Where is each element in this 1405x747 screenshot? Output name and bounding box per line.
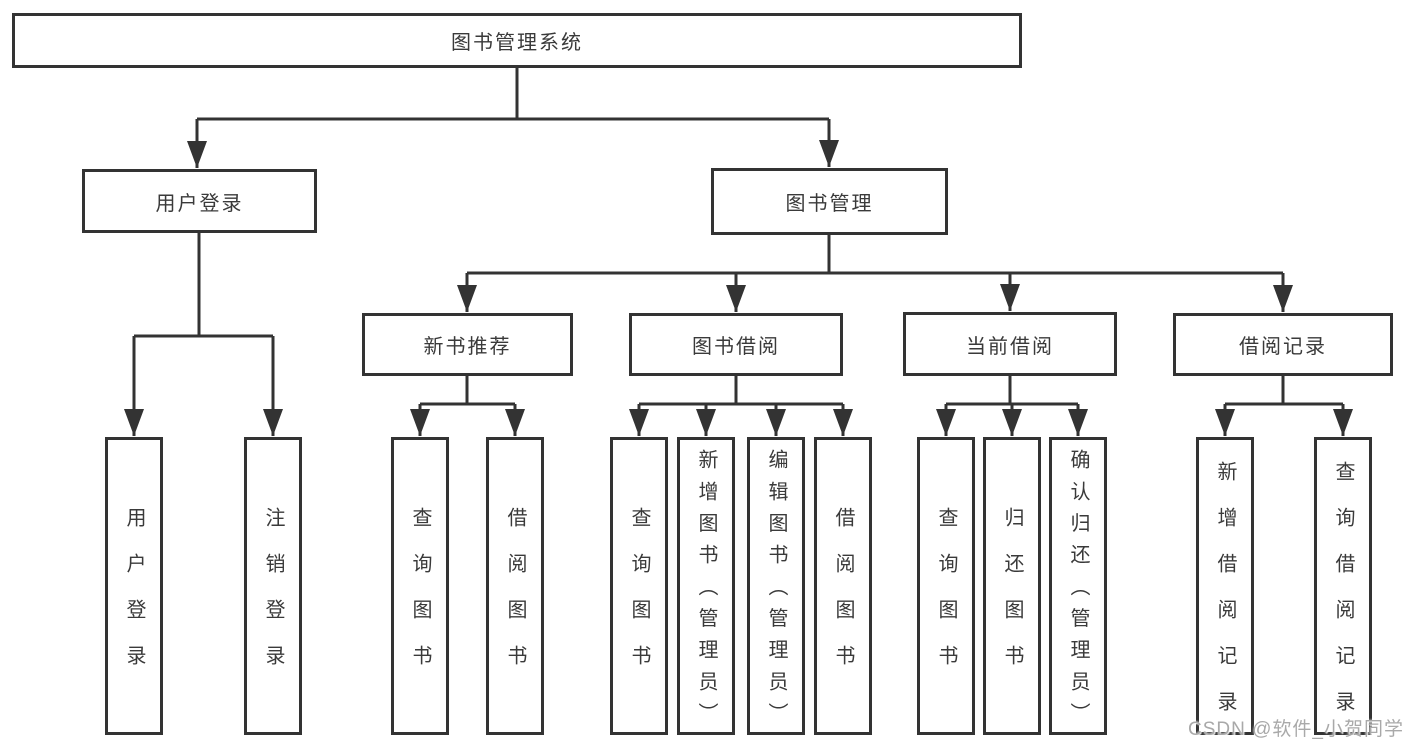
node-current-borrowing: 当前借阅	[903, 312, 1117, 376]
node-user-login: 用户登录	[82, 169, 317, 233]
leaf-query-books-borrowing: 查询图书	[610, 437, 668, 735]
node-borrowing-records-label: 借阅记录	[1239, 336, 1327, 358]
leaf-confirm-return-admin-label: 确认归还（管理员）	[1067, 449, 1089, 735]
leaf-add-book-admin: 新增图书（管理员）	[677, 437, 735, 735]
leaf-borrow-books: 借阅图书	[814, 437, 872, 735]
node-book-management: 图书管理	[711, 168, 948, 235]
leaf-add-borrow-record-label: 新增借阅记录	[1214, 461, 1236, 737]
node-root: 图书管理系统	[12, 13, 1022, 68]
leaf-query-books-recommend-label: 查询图书	[409, 507, 431, 691]
leaf-edit-book-admin: 编辑图书（管理员）	[747, 437, 805, 735]
leaf-logout-label: 注销登录	[262, 507, 284, 691]
leaf-logout: 注销登录	[244, 437, 302, 735]
node-book-borrowing: 图书借阅	[629, 313, 843, 376]
node-root-label: 图书管理系统	[451, 32, 583, 54]
node-new-book-recommend: 新书推荐	[362, 313, 573, 376]
leaf-query-borrow-record-label: 查询借阅记录	[1332, 461, 1354, 737]
leaf-confirm-return-admin: 确认归还（管理员）	[1049, 437, 1107, 735]
leaf-query-books-current: 查询图书	[917, 437, 975, 735]
leaf-add-book-admin-label: 新增图书（管理员）	[695, 449, 717, 735]
node-user-login-label: 用户登录	[155, 192, 244, 215]
leaf-return-book: 归还图书	[983, 437, 1041, 735]
node-borrowing-records: 借阅记录	[1173, 313, 1393, 376]
leaf-query-books-borrowing-label: 查询图书	[628, 507, 650, 691]
node-book-management-label: 图书管理	[785, 193, 874, 215]
node-current-borrowing-label: 当前借阅	[966, 335, 1054, 358]
leaf-query-borrow-record: 查询借阅记录	[1314, 437, 1372, 737]
leaf-query-books-current-label: 查询图书	[935, 507, 957, 691]
leaf-borrow-books-recommend: 借阅图书	[486, 437, 544, 735]
leaf-add-borrow-record: 新增借阅记录	[1196, 437, 1254, 737]
leaf-user-login: 用户登录	[105, 437, 163, 735]
node-book-borrowing-label: 图书借阅	[692, 336, 780, 358]
leaf-query-books-recommend: 查询图书	[391, 437, 449, 735]
connector-path	[132, 68, 1345, 436]
leaf-return-book-label: 归还图书	[1001, 507, 1023, 691]
leaf-edit-book-admin-label: 编辑图书（管理员）	[765, 449, 787, 735]
arrowhead-icon	[124, 140, 1353, 436]
csdn-watermark: CSDN @软件_小贺同学	[1188, 719, 1404, 740]
leaf-borrow-books-recommend-label: 借阅图书	[504, 507, 526, 691]
leaf-borrow-books-label: 借阅图书	[832, 507, 854, 691]
node-new-book-recommend-label: 新书推荐	[423, 336, 512, 358]
leaf-user-login-label: 用户登录	[123, 507, 145, 691]
